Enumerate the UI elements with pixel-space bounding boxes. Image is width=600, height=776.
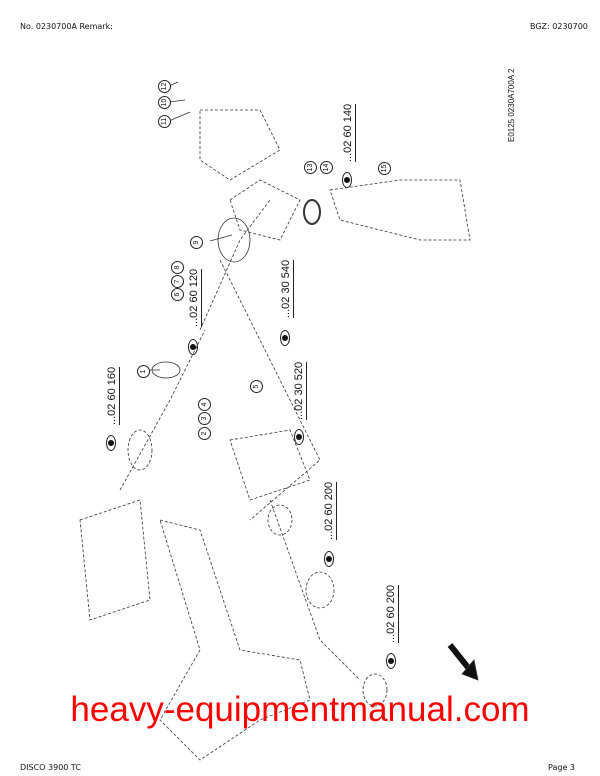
part-6[interactable]: 6: [171, 288, 184, 301]
part-9[interactable]: 9: [190, 236, 203, 249]
eye-icon: [342, 172, 352, 188]
reference-6[interactable]: ...02 60 200: [385, 584, 399, 643]
footer-left: DISCO 3900 TC: [20, 763, 81, 772]
part-4[interactable]: 4: [198, 398, 211, 411]
reference-4[interactable]: ...02 30 520: [293, 361, 307, 420]
part-7[interactable]: 7: [171, 275, 184, 288]
part-10[interactable]: 10: [158, 96, 171, 109]
part-8[interactable]: 8: [171, 261, 184, 274]
eye-icon: [106, 435, 116, 451]
eye-icon: [386, 653, 396, 669]
part-14[interactable]: 14: [320, 161, 333, 174]
footer-right: Page 3: [548, 763, 575, 772]
part-3[interactable]: 3: [198, 412, 211, 425]
part-11[interactable]: 11: [158, 115, 171, 128]
arrow-down-right-icon: [447, 643, 473, 672]
drawing-code: E0125 0230A700A 2: [507, 68, 516, 142]
part-1[interactable]: 1: [137, 365, 150, 378]
reference-5[interactable]: ...02 60 200: [323, 481, 337, 540]
reference-3[interactable]: ...02 60 160: [106, 366, 120, 425]
part-15[interactable]: 15: [378, 162, 391, 175]
header-right: BGZ: 0230700: [530, 22, 588, 31]
eye-icon: [324, 551, 334, 567]
watermark: heavy-equipmentmanual.com: [70, 690, 530, 729]
part-13[interactable]: 13: [304, 161, 317, 174]
reference-0[interactable]: ...02 60 120: [188, 268, 202, 327]
header-left: No. 0230700A Remark:: [20, 22, 113, 31]
part-12[interactable]: 12: [158, 80, 171, 93]
eye-icon: [188, 339, 198, 355]
reference-2[interactable]: ...02 60 140: [342, 103, 356, 162]
part-2[interactable]: 2: [198, 427, 211, 440]
eye-icon: [280, 330, 290, 346]
eye-icon: [294, 429, 304, 445]
reference-1[interactable]: ...02 30 540: [280, 259, 294, 318]
part-5[interactable]: 5: [250, 380, 263, 393]
